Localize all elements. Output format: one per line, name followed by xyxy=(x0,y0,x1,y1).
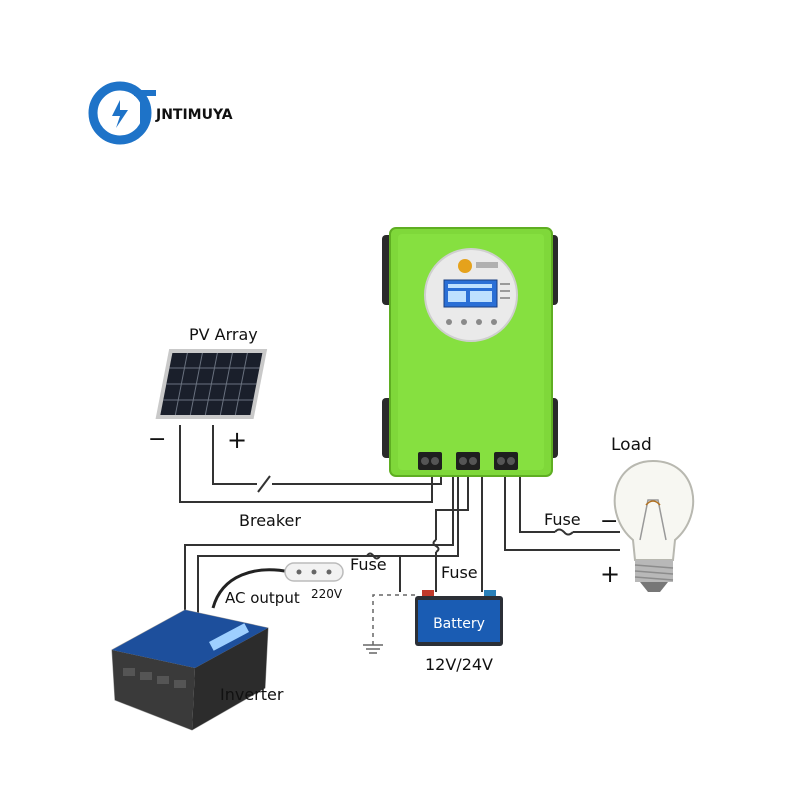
controller-button-up[interactable] xyxy=(461,319,467,325)
load-minus-label: − xyxy=(600,509,618,534)
inverter xyxy=(111,609,269,731)
controller-terminals xyxy=(418,452,518,470)
load-bulb xyxy=(613,459,695,592)
ac-output-label: AC output xyxy=(225,589,300,607)
controller-button-esc[interactable] xyxy=(446,319,452,325)
load-label: Load xyxy=(611,435,652,455)
ac-outlet-strip xyxy=(284,562,344,582)
pv-array-label: PV Array xyxy=(189,325,258,344)
battery-label: Battery xyxy=(433,616,485,632)
brand-name: JNTIMUYA xyxy=(155,107,233,123)
inverter-label: Inverter xyxy=(220,685,284,704)
fuse-load-symbol xyxy=(554,528,574,536)
controller-buttons xyxy=(446,319,497,325)
fuse-battery-symbol xyxy=(432,539,440,553)
load-plus-label: + xyxy=(600,560,620,588)
breaker-label: Breaker xyxy=(239,511,301,530)
fuse-inverter-symbol xyxy=(366,552,381,560)
brand-logo-icon xyxy=(88,81,152,145)
brand-logo: JNTIMUYA xyxy=(88,81,233,145)
bolt-icon xyxy=(112,100,128,128)
fuse-load-label: Fuse xyxy=(544,510,581,529)
ground-symbol xyxy=(363,594,415,654)
fuse-battery-label: Fuse xyxy=(441,563,478,582)
voltage-220-label: 220V xyxy=(311,587,343,601)
battery-voltage-label: 12V/24V xyxy=(425,655,493,674)
controller-button-down[interactable] xyxy=(476,319,482,325)
pv-plus-label: + xyxy=(227,426,247,454)
pv-array-panel xyxy=(155,349,268,419)
controller-button-function[interactable] xyxy=(491,319,497,325)
fuse-inverter-label: Fuse xyxy=(350,555,387,574)
diagram-labels: PV Array − + Breaker Fuse Fuse Fuse Load… xyxy=(148,325,652,704)
battery: Battery xyxy=(415,590,503,646)
charge-controller xyxy=(382,227,558,477)
pv-minus-label: − xyxy=(148,427,166,452)
